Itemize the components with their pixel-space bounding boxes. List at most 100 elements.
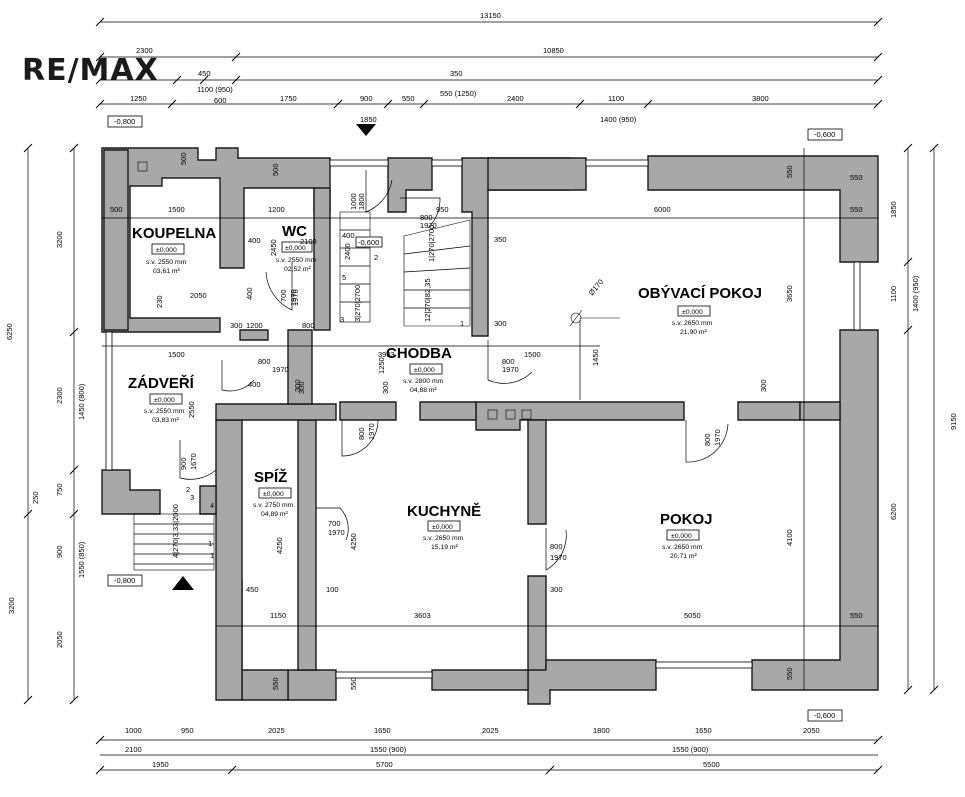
- top-dimension-lines: 13150 2300 10850 450 600 1100 (950) 350 …: [95, 11, 883, 136]
- svg-text:1250: 1250: [377, 357, 386, 374]
- chimney-symbol: [569, 309, 620, 327]
- svg-text:4|270|3,33|2000: 4|270|3,33|2000: [171, 504, 180, 558]
- svg-text:s.v. 2650 mm: s.v. 2650 mm: [672, 320, 713, 327]
- staircase-entry: [133, 513, 215, 571]
- svg-text:550: 550: [271, 677, 280, 690]
- svg-text:800: 800: [302, 321, 315, 330]
- svg-text:2450: 2450: [269, 239, 278, 256]
- room-wc: WC ±0,000 s.v. 2550 mm 02,52 m²: [276, 223, 317, 273]
- svg-text:950: 950: [436, 205, 449, 214]
- svg-text:550: 550: [850, 205, 863, 214]
- dim-top-550: 550: [402, 94, 415, 103]
- svg-text:15,19 m²: 15,19 m²: [431, 544, 459, 551]
- svg-text:900: 900: [179, 457, 188, 470]
- room-name-zadveri: ZÁDVEŘÍ: [128, 374, 195, 392]
- interior-dimension-lines: [102, 148, 878, 690]
- svg-text:1000: 1000: [125, 726, 142, 735]
- dim-top-450: 450: [198, 69, 211, 78]
- svg-text:±0,000: ±0,000: [671, 533, 692, 540]
- svg-text:1550 (900): 1550 (900): [672, 745, 709, 754]
- room-chodba: CHODBA ±0,000 s.v. 2800 mm 04,88 m²: [386, 345, 452, 394]
- dim-top-350: 350: [450, 69, 463, 78]
- svg-text:03,83 m²: 03,83 m²: [152, 417, 180, 424]
- svg-text:5050: 5050: [684, 611, 701, 620]
- level-outer-2: -0,600: [814, 130, 835, 139]
- svg-text:1200: 1200: [246, 321, 263, 330]
- interior-dimension-texts: 500 500 1500 500 1200 400 2450 2100 1970…: [110, 152, 863, 690]
- walls: [101, 147, 879, 705]
- svg-text:9150: 9150: [949, 413, 958, 430]
- svg-text:500: 500: [110, 205, 123, 214]
- svg-text:1500: 1500: [168, 205, 185, 214]
- svg-text:1100: 1100: [889, 286, 898, 302]
- svg-text:1: 1: [208, 539, 212, 548]
- svg-text:±0,000: ±0,000: [285, 245, 306, 252]
- svg-text:6000: 6000: [654, 205, 671, 214]
- svg-text:2025: 2025: [482, 726, 499, 735]
- svg-text:1970: 1970: [291, 289, 300, 306]
- svg-text:2100: 2100: [300, 237, 317, 246]
- dim-top-1850: 1850: [360, 115, 377, 124]
- svg-text:1200: 1200: [268, 205, 285, 214]
- svg-text:4: 4: [210, 501, 214, 510]
- svg-text:250: 250: [31, 491, 40, 504]
- svg-text:s.v. 2550 mm: s.v. 2550 mm: [276, 257, 317, 264]
- svg-text:±0,000: ±0,000: [432, 524, 453, 531]
- svg-text:800: 800: [502, 357, 515, 366]
- svg-text:1970: 1970: [328, 528, 345, 537]
- svg-text:12|270|82,35: 12|270|82,35: [423, 278, 432, 322]
- svg-text:2400: 2400: [343, 243, 352, 260]
- svg-text:2100: 2100: [125, 745, 142, 754]
- svg-text:2: 2: [186, 485, 190, 494]
- room-name-chodba: CHODBA: [386, 345, 452, 362]
- svg-text:700: 700: [279, 289, 288, 302]
- room-koupelna: KOUPELNA ±0,000 s.v. 2550 mm 03,61 m²: [132, 225, 216, 275]
- svg-text:1650: 1650: [695, 726, 712, 735]
- dim-top-1750: 1750: [280, 94, 297, 103]
- svg-text:±0,000: ±0,000: [263, 491, 284, 498]
- room-name-obyvaci-pokoj: OBÝVACÍ POKOJ: [638, 284, 762, 302]
- svg-text:900: 900: [55, 545, 64, 558]
- svg-text:2050: 2050: [803, 726, 820, 735]
- svg-text:6200: 6200: [889, 503, 898, 520]
- svg-text:02,52 m²: 02,52 m²: [284, 266, 312, 273]
- svg-text:350: 350: [494, 235, 507, 244]
- svg-text:±0,000: ±0,000: [154, 397, 175, 404]
- svg-text:3|270|2700: 3|270|2700: [353, 285, 362, 322]
- svg-text:1800: 1800: [357, 193, 366, 210]
- svg-text:s.v. 2550 mm: s.v. 2550 mm: [146, 259, 187, 266]
- svg-text:3: 3: [190, 493, 194, 502]
- svg-text:2050: 2050: [55, 631, 64, 648]
- dim-top-left: 2300: [136, 46, 153, 55]
- svg-text:04,89 m²: 04,89 m²: [261, 511, 289, 518]
- svg-text:21,90 m²: 21,90 m²: [680, 329, 708, 336]
- doors: [179, 170, 729, 571]
- svg-text:1970: 1970: [420, 221, 437, 230]
- svg-text:5700: 5700: [376, 760, 393, 769]
- svg-text:1970: 1970: [550, 553, 567, 562]
- svg-text:1500: 1500: [168, 350, 185, 359]
- svg-text:±0,000: ±0,000: [156, 247, 177, 254]
- svg-text:1450: 1450: [591, 349, 600, 366]
- svg-text:s.v. 2750 mm: s.v. 2750 mm: [253, 502, 294, 509]
- svg-text:6250: 6250: [5, 323, 14, 340]
- room-spiz: SPÍŽ ±0,000 s.v. 2750 mm 04,89 m²: [253, 468, 294, 518]
- svg-text:300: 300: [230, 321, 243, 330]
- svg-text:700: 700: [328, 519, 341, 528]
- svg-text:±0,000: ±0,000: [414, 367, 435, 374]
- vent-squares: [137, 161, 532, 420]
- room-name-koupelna: KOUPELNA: [132, 225, 216, 242]
- svg-text:4250: 4250: [349, 533, 358, 550]
- dim-top-1100b: 1100: [608, 94, 624, 103]
- svg-text:550: 550: [349, 677, 358, 690]
- svg-text:2: 2: [374, 253, 378, 262]
- svg-text:800: 800: [258, 357, 271, 366]
- svg-text:550: 550: [785, 667, 794, 680]
- svg-text:500: 500: [271, 163, 280, 176]
- svg-text:1650: 1650: [374, 726, 391, 735]
- right-dimension-lines: 9150 1850 1100 1400 (950) 6200: [889, 143, 958, 695]
- svg-text:1: 1: [460, 319, 464, 328]
- svg-text:3200: 3200: [7, 597, 16, 614]
- bottom-dimension-lines: 1000 950 2025 1650 2025 1800 1650 2050 2…: [95, 726, 883, 775]
